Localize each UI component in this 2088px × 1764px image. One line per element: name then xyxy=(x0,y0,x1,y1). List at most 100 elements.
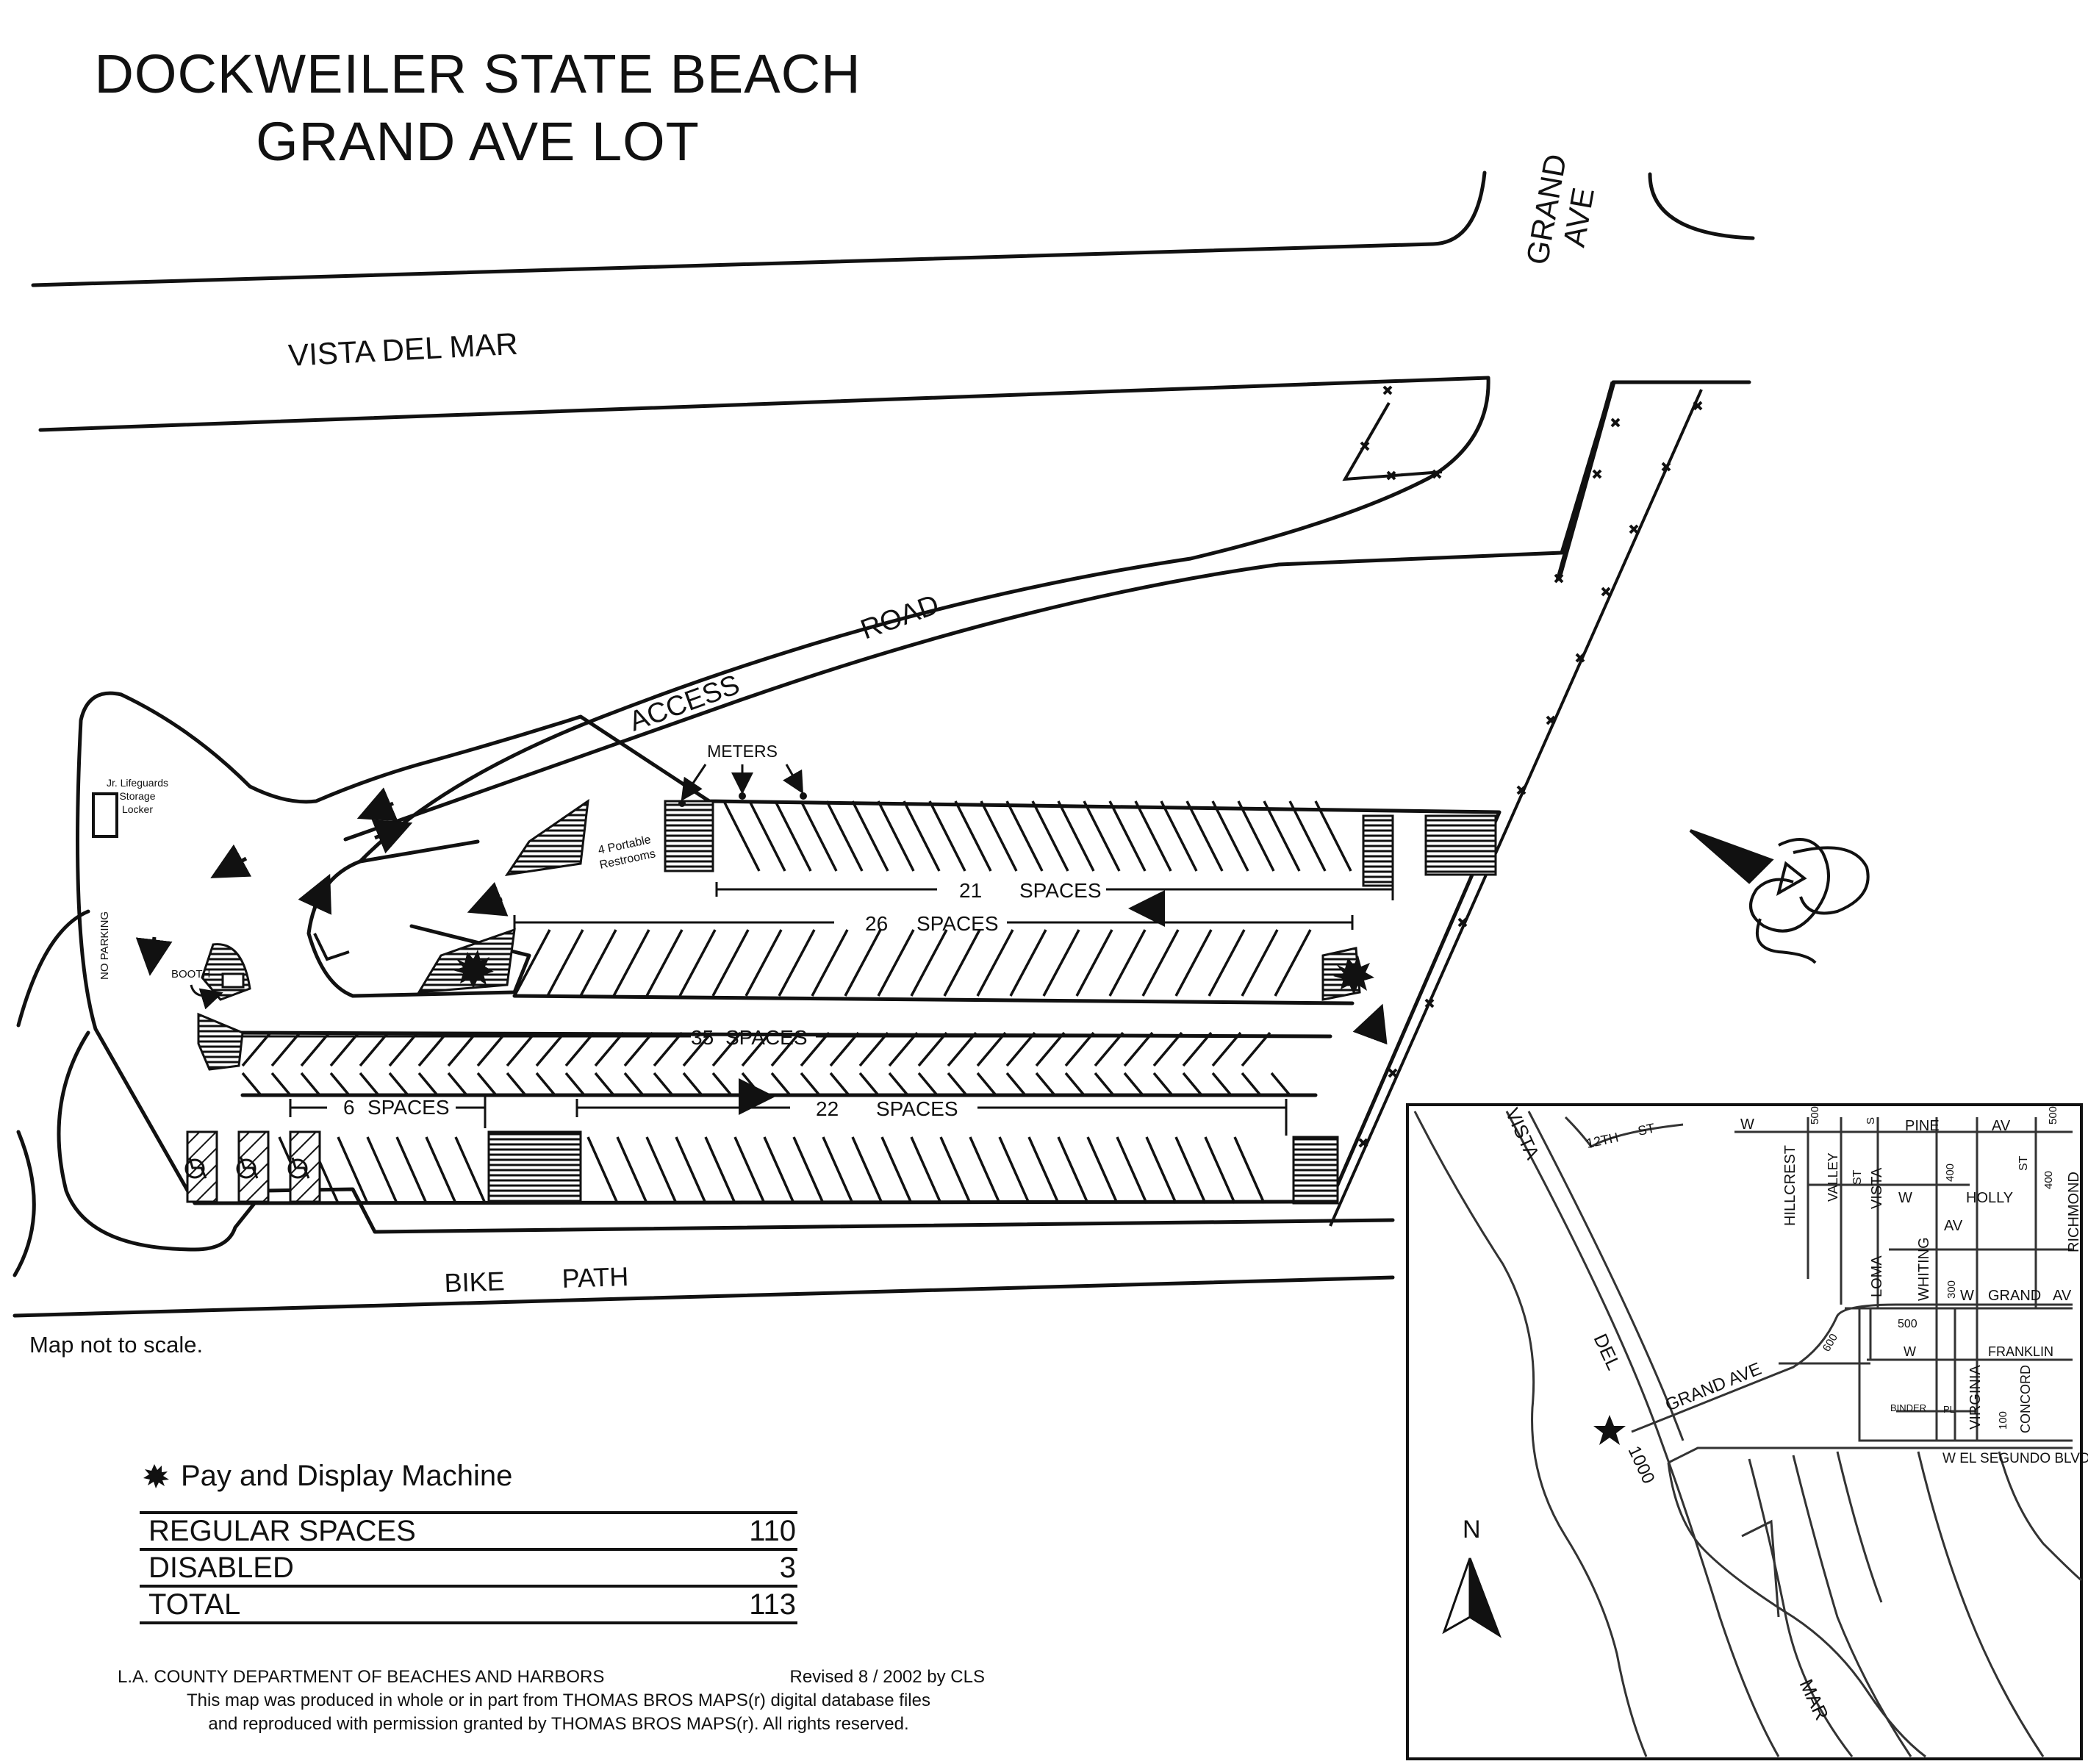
west-shore xyxy=(16,909,90,1028)
inset-pine: PINE xyxy=(1905,1118,1940,1134)
row-22-word: SPACES xyxy=(876,1097,958,1120)
inset-whiting: WHITING xyxy=(1916,1237,1932,1301)
west-bottom xyxy=(12,1130,36,1277)
inset-w1: W xyxy=(1740,1116,1754,1133)
inset-st2: ST xyxy=(2017,1155,2030,1171)
grand-ave-east-edge xyxy=(1648,172,1755,240)
row-35-word: SPACES xyxy=(725,1026,808,1049)
inset-w2: W xyxy=(1898,1190,1912,1206)
location-star-icon xyxy=(1593,1415,1626,1445)
aisle-1 xyxy=(512,994,1355,1005)
access-label: ACCESS xyxy=(625,670,744,738)
legend-label: DISABLED xyxy=(148,1552,294,1584)
table-row: REGULAR SPACES 110 xyxy=(140,1514,797,1551)
inset-av3: AV xyxy=(2053,1288,2072,1304)
booth-label: BOOTH xyxy=(171,968,210,980)
jr-lifeguards-locker xyxy=(92,792,118,838)
inset-virginia: VIRGINIA xyxy=(1967,1365,1984,1430)
inset-pl: PL xyxy=(1943,1404,1955,1415)
inset-grand: GRAND xyxy=(1988,1288,2041,1304)
inset-vista-st: VISTA xyxy=(1869,1167,1885,1209)
inset-north-arrow-icon xyxy=(1442,1557,1502,1638)
inset-500c: 500 xyxy=(1898,1318,1917,1330)
inset-100: 100 xyxy=(1997,1411,2009,1430)
inset-loma: LOMA xyxy=(1869,1255,1885,1297)
footer-revised: Revised 8 / 2002 by CLS xyxy=(789,1667,986,1687)
legend-label: TOTAL xyxy=(148,1588,241,1621)
legend-table: REGULAR SPACES 110 DISABLED 3 TOTAL 113 xyxy=(140,1511,797,1624)
meter-arrows xyxy=(681,764,803,801)
row-35-number: 35 xyxy=(691,1026,714,1049)
inset-400b: 400 xyxy=(2042,1171,2055,1189)
traffic-arrows xyxy=(135,787,1388,1115)
no-parking-label: NO PARKING xyxy=(98,911,111,980)
legend-label: REGULAR SPACES xyxy=(148,1515,416,1547)
booth-shape xyxy=(221,972,245,989)
inset-franklin: FRANKLIN xyxy=(1988,1344,2053,1359)
inset-richmond: RICHMOND xyxy=(2066,1172,2082,1252)
row-6-number: 6 xyxy=(343,1096,355,1119)
legend-value: 113 xyxy=(749,1588,796,1621)
scale-note: Map not to scale. xyxy=(29,1332,204,1358)
jr-lifeguards-label-3: Locker xyxy=(122,803,153,815)
legend-header: Pay and Display Machine xyxy=(140,1455,797,1496)
fence-x-marks xyxy=(1358,385,1703,1148)
inset-el-segundo: W EL SEGUNDO BLVD xyxy=(1942,1451,2088,1466)
row-6-word: SPACES xyxy=(367,1096,450,1119)
jr-lifeguards-label-1: Jr. Lifeguards xyxy=(107,777,168,789)
legend-symbol-label: Pay and Display Machine xyxy=(181,1459,513,1492)
row-26-number: 26 xyxy=(865,912,888,935)
table-row: TOTAL 113 xyxy=(140,1588,797,1624)
legend: Pay and Display Machine REGULAR SPACES 1… xyxy=(140,1455,797,1624)
inset-w3: W xyxy=(1960,1288,1974,1304)
inset-st1: ST xyxy=(1851,1169,1864,1185)
pay-machine-icon xyxy=(453,950,1374,994)
legend-value: 3 xyxy=(779,1552,796,1584)
west-curve xyxy=(57,1030,1395,1252)
stalls-row-21 xyxy=(722,800,1352,872)
fence-west-segment xyxy=(1342,402,1443,481)
footer-line-3: and reproduced with permission granted b… xyxy=(208,1714,909,1734)
table-row: DISABLED 3 xyxy=(140,1551,797,1588)
footer-department: L.A. COUNTY DEPARTMENT OF BEACHES AND HA… xyxy=(118,1667,605,1687)
access-road-lower-edge xyxy=(343,380,1751,842)
row-26-word: SPACES xyxy=(916,912,999,935)
title-line-1: DOCKWEILER STATE BEACH xyxy=(94,43,861,104)
pay-machine-icon xyxy=(143,1464,169,1488)
booth-arrow xyxy=(190,984,223,1010)
inset-500a: 500 xyxy=(1809,1106,1821,1125)
stalls-row-6-22 xyxy=(278,1136,1266,1204)
meters-label: METERS xyxy=(707,742,778,761)
bike-path-edge xyxy=(12,1275,1395,1318)
lot-outline xyxy=(76,691,1502,1205)
stalls-row-26 xyxy=(513,929,1312,997)
east-double-fence xyxy=(1555,381,1616,581)
legend-value: 110 xyxy=(749,1515,796,1547)
space-dimension-lines xyxy=(220,878,1394,1136)
inset-binder: BINDER xyxy=(1890,1402,1926,1413)
compass-emblem-icon xyxy=(1689,829,1870,964)
road-label: ROAD xyxy=(857,589,944,645)
inset-av1: AV xyxy=(1992,1118,2011,1134)
inset-valley: VALLEY xyxy=(1826,1152,1840,1202)
inset-hillcrest: HILLCREST xyxy=(1782,1145,1798,1226)
inset-300: 300 xyxy=(1945,1280,1958,1299)
disabled-spaces xyxy=(186,1130,321,1203)
inset-12th-st-label: ST xyxy=(1637,1121,1657,1139)
bike-label: BIKE xyxy=(444,1266,505,1298)
inset-w4: W xyxy=(1904,1344,1916,1359)
inset-s: S xyxy=(1865,1117,1877,1125)
inset-map: N VISTA DEL 1000 MAR GRAND AVE 600 12TH … xyxy=(1406,1103,2088,1760)
inset-concord: CONCORD xyxy=(2018,1365,2033,1433)
wheelchair-icon xyxy=(184,1157,310,1179)
title-line-2: GRAND AVE LOT xyxy=(256,111,700,172)
vista-del-mar-label: VISTA DEL MAR xyxy=(287,326,519,373)
inset-400a: 400 xyxy=(1944,1164,1956,1182)
east-fence xyxy=(1329,389,1703,1227)
stalls-row-35 xyxy=(241,1031,1291,1097)
inset-av2: AV xyxy=(1944,1218,1963,1234)
path-label: PATH xyxy=(562,1261,629,1294)
vista-del-mar-north-edge xyxy=(31,171,1487,287)
inset-holly: HOLLY xyxy=(1966,1190,2013,1206)
